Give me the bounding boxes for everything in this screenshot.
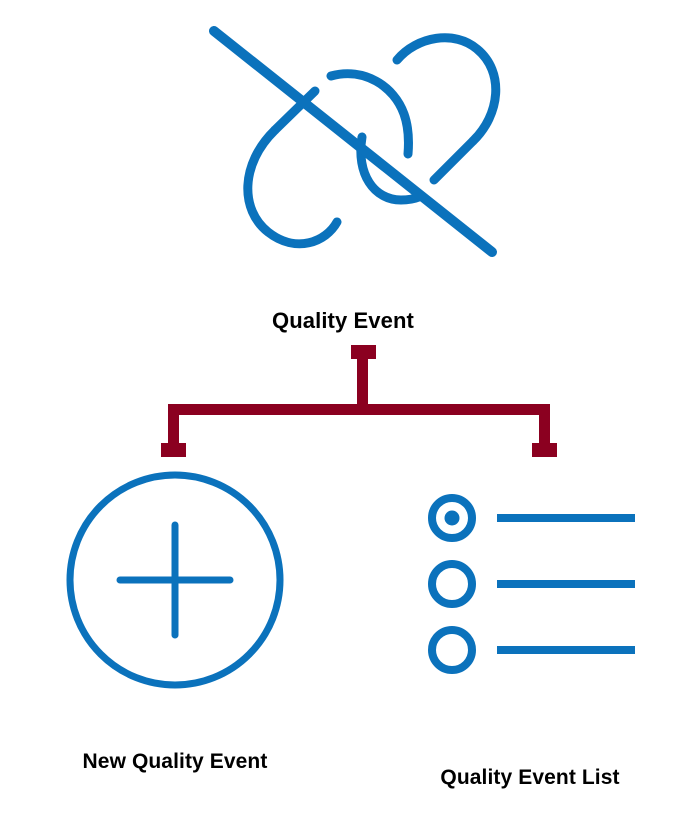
- node-label-new-quality-event: New Quality Event: [82, 750, 268, 773]
- radio-list-icon[interactable]: [417, 462, 643, 698]
- radio-list-glyph: [428, 494, 635, 674]
- slash-stroke: [209, 26, 497, 257]
- radio-dot-1-selected: [444, 510, 460, 526]
- node-quality-event-list[interactable]: Quality Event List: [380, 462, 680, 791]
- child-nodes: New Quality Event Quality Event Li: [0, 462, 686, 824]
- broken-cloud-link-icon: [196, 14, 506, 266]
- connector-cap-right: [532, 443, 557, 457]
- radio-ring-3: [428, 626, 476, 674]
- broken-cloud-link-glyph: [209, 26, 501, 257]
- connector-stem-root: [357, 357, 368, 409]
- page-title: Quality Event: [272, 308, 414, 333]
- connector-drop-left: [168, 404, 179, 449]
- connector-cap-top: [351, 345, 376, 359]
- node-new-quality-event[interactable]: New Quality Event: [25, 462, 325, 775]
- connector-tree: [0, 345, 686, 465]
- circle-outline: [66, 471, 284, 689]
- circle-plus-glyph: [66, 471, 284, 689]
- radio-ring-1: [428, 494, 476, 542]
- connector-bar: [168, 404, 550, 415]
- connector-tree-graphic: [161, 345, 557, 457]
- radio-ring-2: [428, 560, 476, 608]
- connector-drop-right: [539, 404, 550, 449]
- connector-cap-left: [161, 443, 186, 457]
- circle-plus-icon[interactable]: [62, 462, 288, 698]
- node-label-quality-event-list: Quality Event List: [440, 766, 620, 789]
